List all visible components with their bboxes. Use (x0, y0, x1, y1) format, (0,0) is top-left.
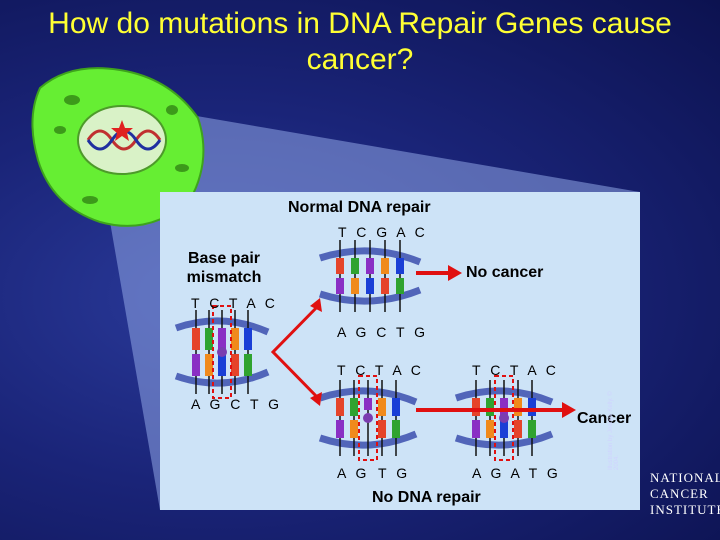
base-block (528, 398, 536, 416)
nci-logo-line2: CANCER (650, 486, 709, 501)
base-block (351, 258, 359, 274)
organelle (82, 196, 98, 204)
base-block (336, 398, 344, 416)
base-block (205, 354, 213, 376)
no-cancer-label: No cancer (466, 264, 544, 281)
nci-logo-line3: INSTITUTE (650, 502, 720, 517)
base-block (366, 278, 374, 294)
cancer-arrowhead (562, 402, 576, 418)
sequence-norepair-left-bottom-a: A G (337, 465, 370, 481)
mismatch-bulge (363, 413, 373, 423)
normal-repair-label: Normal DNA repair (288, 199, 431, 216)
branch-arrowhead-top (310, 298, 322, 312)
nci-logo: NATIONAL CANCER INSTITUTE (650, 470, 720, 518)
base-block (528, 420, 536, 438)
organelle (175, 164, 189, 172)
branch-arrow (270, 302, 322, 402)
base-block (350, 420, 358, 438)
base-block (500, 420, 508, 438)
dna-ladder (174, 305, 270, 399)
base-block (381, 258, 389, 274)
sequence-norepair-left-bottom-b: T G (378, 465, 411, 481)
base-block (351, 278, 359, 294)
mutation-star-icon (111, 120, 133, 141)
dna-ladder (318, 375, 418, 461)
base-block (472, 398, 480, 416)
base-block (350, 398, 358, 416)
no-repair-label: No DNA repair (372, 489, 481, 506)
base-block (378, 420, 386, 438)
illustration-credit: Illustration by Jeanne Kelly. © 2004. (608, 391, 620, 470)
base-block (231, 328, 239, 350)
base-block (218, 354, 226, 376)
sequence-normal-top: T C G A C (338, 224, 428, 240)
sequence-mismatch-bottom: A G C T G (191, 396, 283, 412)
base-block (205, 328, 213, 350)
base-block (336, 278, 344, 294)
base-block (378, 398, 386, 416)
organelle (54, 126, 66, 134)
no-cancer-arrowhead (448, 265, 462, 281)
sequence-normal-bottom: A G C T G (337, 324, 429, 340)
base-block (396, 278, 404, 294)
base-block (486, 398, 494, 416)
sequence-norepair-right-bottom: A G A T G (472, 465, 561, 481)
arrows (270, 265, 576, 418)
organelle (64, 95, 80, 105)
base-block (244, 328, 252, 350)
base-block (244, 354, 252, 376)
base-pair-mismatch-label: Base pair mismatch (186, 250, 262, 286)
mismatch-bulge (499, 413, 509, 423)
cell-illustration (31, 67, 205, 227)
highlight-box (358, 375, 378, 461)
dna-ladder (318, 240, 422, 312)
base-block (336, 420, 344, 438)
base-block (192, 328, 200, 350)
highlight-box (212, 305, 232, 399)
cancer-label: Cancer (577, 410, 632, 427)
base-block (336, 258, 344, 274)
dna-ladder (454, 375, 554, 461)
sequence-norepair-right-top: T C T A C (472, 362, 559, 378)
base-block (472, 420, 480, 438)
sequence-norepair-left-top: T C T A C (337, 362, 424, 378)
base-block (396, 258, 404, 274)
branch-arrowhead-bottom (310, 392, 322, 406)
base-block (366, 258, 374, 274)
base-block (392, 420, 400, 438)
base-block (500, 398, 508, 416)
nci-logo-line1: NATIONAL (650, 470, 720, 485)
highlight-box (494, 375, 514, 461)
base-block (514, 398, 522, 416)
dna-helix-strand-a (86, 129, 162, 151)
base-block (514, 420, 522, 438)
sequence-mismatch-top: T C T A C (191, 295, 278, 311)
base-block (381, 278, 389, 294)
organelle (166, 105, 178, 115)
base-block (392, 398, 400, 416)
nucleus (77, 105, 167, 175)
page-title: How do mutations in DNA Repair Genes cau… (48, 7, 672, 76)
mismatch-bulge (217, 347, 227, 357)
base-block (218, 328, 226, 350)
base-block (231, 354, 239, 376)
base-block (486, 420, 494, 438)
base-block (364, 398, 372, 410)
base-block (192, 354, 200, 376)
